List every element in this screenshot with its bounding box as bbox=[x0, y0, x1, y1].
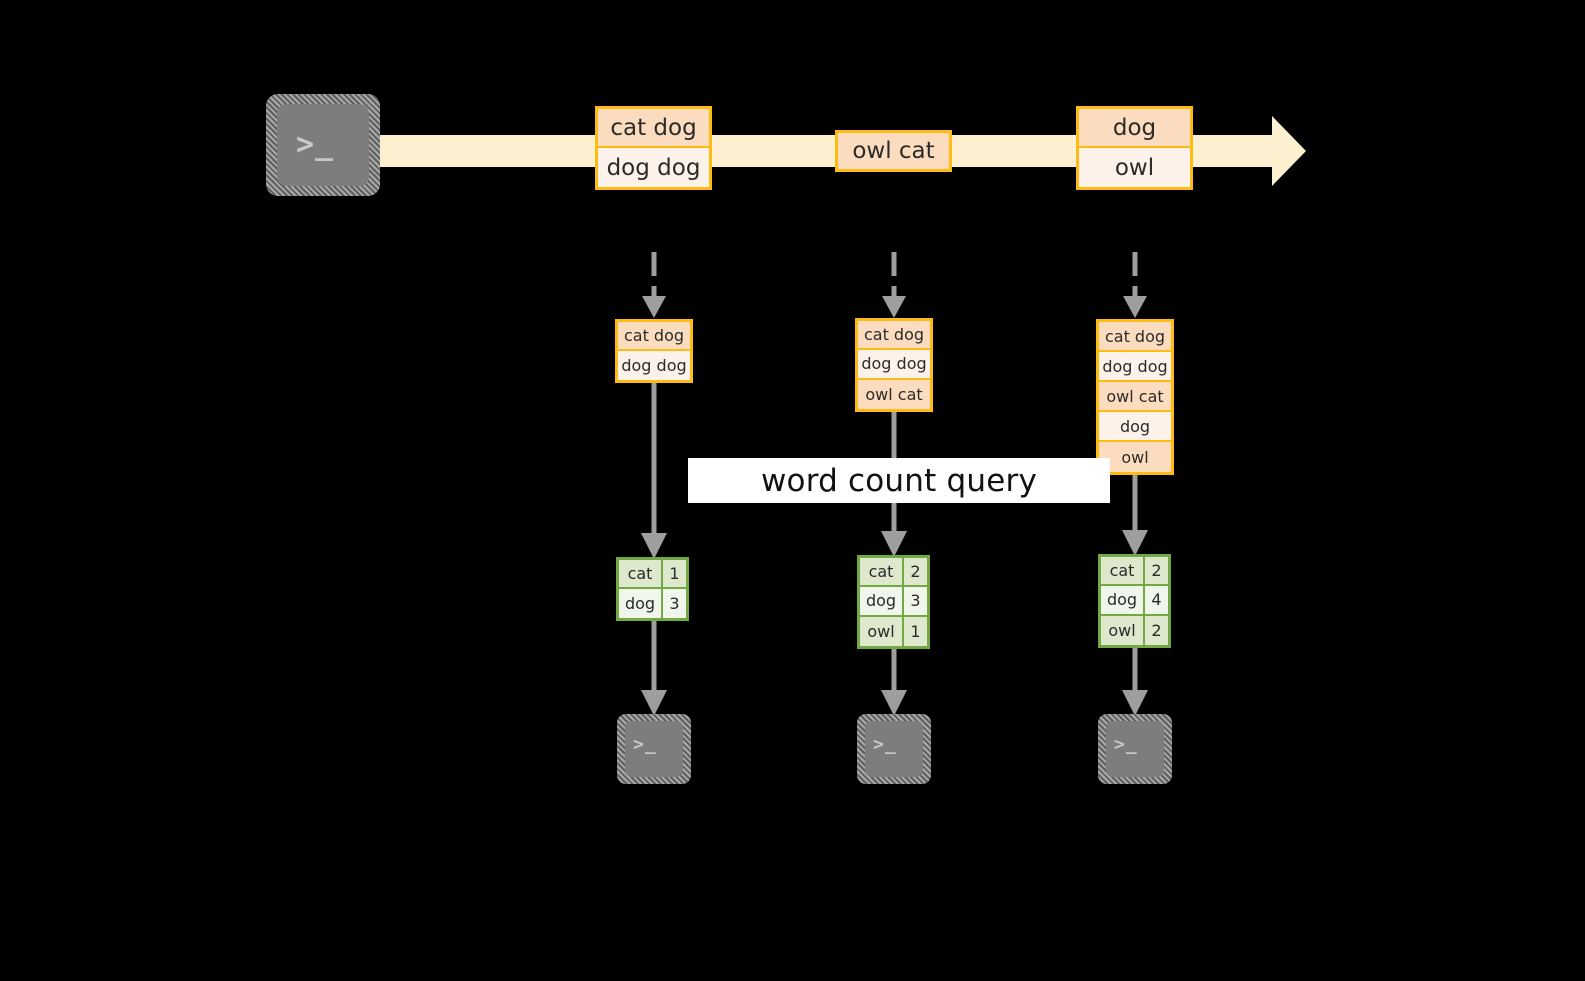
stream-band-arrowhead bbox=[1272, 116, 1306, 186]
stage-to-counts-arrow bbox=[641, 383, 667, 559]
table-row: dog 3 bbox=[860, 587, 927, 617]
table-row: owl 2 bbox=[1101, 615, 1168, 645]
word-count-table[interactable]: cat 2 dog 3 owl 1 bbox=[857, 555, 930, 649]
record-line: dog dog bbox=[598, 148, 709, 187]
producer-terminal-icon[interactable]: >_ bbox=[266, 94, 380, 196]
record-line: dog dog bbox=[858, 350, 930, 380]
counts-to-consumer-arrow bbox=[881, 649, 907, 716]
query-label: word count query bbox=[760, 462, 1038, 499]
table-cell-word: owl bbox=[860, 616, 904, 646]
record-line: dog dog bbox=[1099, 352, 1171, 382]
record-line: dog bbox=[1079, 109, 1190, 148]
terminal-face bbox=[1106, 721, 1164, 777]
word-count-table[interactable]: cat 1 dog 3 bbox=[616, 557, 689, 621]
stream-record[interactable]: owl cat bbox=[835, 130, 952, 172]
terminal-face bbox=[865, 721, 923, 777]
record-line: dog bbox=[1099, 412, 1171, 442]
table-cell-word: dog bbox=[860, 587, 904, 615]
table-cell-count: 2 bbox=[1151, 561, 1162, 581]
table-cell-count: 1 bbox=[910, 621, 921, 641]
table-row: dog 3 bbox=[619, 589, 686, 618]
stage-to-counts-arrow bbox=[1122, 475, 1148, 556]
record-line: owl cat bbox=[838, 133, 949, 169]
table-cell-word: cat bbox=[619, 560, 663, 587]
stream-record[interactable]: dog owl bbox=[1076, 106, 1193, 190]
accumulated-records[interactable]: cat dog dog dog owl cat bbox=[855, 318, 933, 412]
counts-to-consumer-arrow bbox=[1122, 648, 1148, 716]
table-cell-count: 3 bbox=[669, 594, 680, 613]
consumer-terminal-icon[interactable]: >_ bbox=[857, 714, 931, 784]
word-count-table[interactable]: cat 2 dog 4 owl 2 bbox=[1098, 554, 1171, 648]
terminal-prompt-glyph: >_ bbox=[873, 734, 897, 755]
record-line: cat dog bbox=[858, 321, 930, 351]
table-row: dog 4 bbox=[1101, 586, 1168, 616]
record-line: owl bbox=[1099, 442, 1171, 472]
record-line: cat dog bbox=[598, 109, 709, 148]
counts-to-consumer-arrow bbox=[641, 621, 667, 716]
table-cell-count: 3 bbox=[910, 591, 921, 611]
table-row: cat 2 bbox=[1101, 557, 1168, 587]
record-line: dog dog bbox=[618, 351, 690, 380]
record-line: owl bbox=[1079, 148, 1190, 187]
accumulated-records[interactable]: cat dog dog dog bbox=[615, 319, 693, 383]
table-cell-word: dog bbox=[1101, 586, 1145, 614]
terminal-face bbox=[277, 104, 369, 186]
stream-to-stage-arrow bbox=[1123, 252, 1147, 318]
terminal-face bbox=[625, 721, 683, 777]
stream-to-stage-arrow bbox=[882, 252, 906, 318]
consumer-terminal-icon[interactable]: >_ bbox=[617, 714, 691, 784]
record-line: cat dog bbox=[618, 322, 690, 351]
stream-to-stage-arrow bbox=[642, 252, 666, 318]
record-line: owl cat bbox=[1099, 382, 1171, 412]
terminal-prompt-glyph: >_ bbox=[633, 734, 657, 755]
table-cell-count: 1 bbox=[669, 564, 680, 583]
record-line: owl cat bbox=[858, 379, 930, 409]
table-cell-count: 2 bbox=[910, 562, 921, 582]
table-cell-word: dog bbox=[619, 589, 663, 618]
query-label-band: word count query bbox=[688, 458, 1110, 503]
terminal-prompt-glyph: >_ bbox=[296, 127, 335, 162]
table-row: cat 2 bbox=[860, 558, 927, 588]
table-cell-word: cat bbox=[860, 558, 904, 586]
accumulated-records[interactable]: cat dog dog dog owl cat dog owl bbox=[1096, 319, 1174, 475]
consumer-terminal-icon[interactable]: >_ bbox=[1098, 714, 1172, 784]
table-cell-count: 4 bbox=[1151, 590, 1162, 610]
table-cell-word: cat bbox=[1101, 557, 1145, 585]
table-row: cat 1 bbox=[619, 560, 686, 589]
table-cell-count: 2 bbox=[1151, 620, 1162, 640]
stream-record[interactable]: cat dog dog dog bbox=[595, 106, 712, 190]
table-cell-word: owl bbox=[1101, 615, 1145, 645]
terminal-prompt-glyph: >_ bbox=[1114, 734, 1138, 755]
table-row: owl 1 bbox=[860, 616, 927, 646]
record-line: cat dog bbox=[1099, 322, 1171, 352]
